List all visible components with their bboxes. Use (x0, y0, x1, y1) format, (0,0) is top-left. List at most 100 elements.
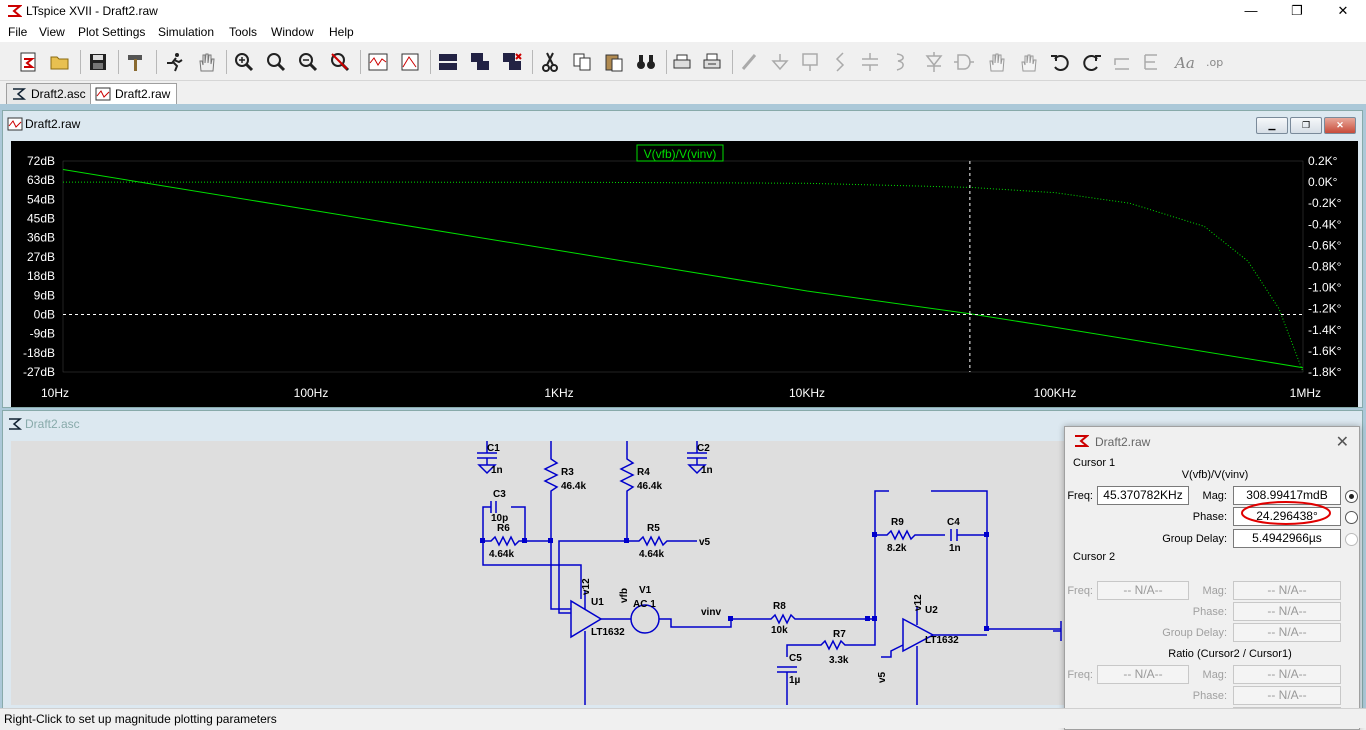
phase-trace[interactable] (63, 181, 1304, 373)
plot-minimize-button[interactable]: ▁ (1256, 117, 1288, 134)
menu-tools[interactable]: Tools (229, 25, 258, 39)
maximize-button[interactable]: ❐ (1291, 3, 1303, 18)
trace-label-box[interactable] (636, 144, 724, 162)
tile-horizontal-button[interactable] (366, 50, 390, 74)
menu-view[interactable]: View (39, 25, 65, 39)
hand-icon (199, 53, 215, 72)
menu-help[interactable]: Help (329, 25, 354, 39)
ratio-freq-field[interactable]: -- N/A-- (1097, 665, 1189, 684)
cursor1-mag-field[interactable]: 308.99417mdB (1233, 486, 1341, 505)
schematic-svg[interactable]: C1 1n R3 46.4k R4 46.4k C2 1n C3 10p R6 … (11, 441, 1354, 705)
schematic-window-titlebar[interactable]: Draft2.asc (3, 411, 1362, 437)
print-setup-button[interactable] (700, 50, 724, 74)
open-button[interactable] (48, 50, 72, 74)
cursor1-freq-field[interactable]: 45.370782KHz (1097, 486, 1189, 505)
save-button[interactable] (86, 50, 110, 74)
cascade-windows-button[interactable] (468, 50, 492, 74)
menu-file[interactable]: File (8, 25, 28, 39)
label-vfb: vfb (619, 588, 630, 603)
phase-radio[interactable] (1345, 511, 1358, 524)
text-button[interactable]: Aa (1172, 50, 1196, 74)
resistor-button[interactable] (828, 50, 852, 74)
zoom-full-button[interactable] (328, 50, 352, 74)
plot-window-titlebar[interactable]: Draft2.raw ▁ ❐ ✕ (3, 111, 1362, 137)
tile-windows-button[interactable] (436, 50, 460, 74)
y-right-tick-label: -0.2K° (1308, 196, 1342, 210)
run-button[interactable] (162, 50, 186, 74)
tab-draft2-asc[interactable]: Draft2.asc (6, 83, 93, 104)
toolbar-separator (156, 50, 157, 74)
y-right-tick-label: -1.6K° (1308, 344, 1342, 358)
label-net-button[interactable] (798, 50, 822, 74)
menu-bar: File View Plot Settings Simulation Tools… (0, 22, 1366, 42)
control-panel-button[interactable] (124, 50, 148, 74)
bode-plot-svg[interactable]: 72dB63dB54dB45dB36dB27dB18dB9dB0dB-9dB-1… (11, 141, 1358, 407)
cursor1-group-delay-field[interactable]: 5.4942966µs (1233, 529, 1341, 548)
inductor-button[interactable] (888, 50, 912, 74)
y-right-tick-label: -0.6K° (1308, 238, 1342, 252)
move-button[interactable] (984, 50, 1008, 74)
mirror-button[interactable] (1140, 50, 1164, 74)
y-left-tick-label: 9dB (34, 288, 55, 302)
cursor2-group-delay-field[interactable]: -- N/A-- (1233, 623, 1341, 642)
toolbar-separator (118, 50, 119, 74)
zoom-in-button[interactable] (232, 50, 256, 74)
ratio-phase-field[interactable]: -- N/A-- (1233, 686, 1341, 705)
halt-button[interactable] (194, 50, 218, 74)
mag-radio[interactable] (1345, 490, 1358, 503)
label-u1-part: LT1632 (591, 627, 625, 638)
label-c3-value: 10p (491, 513, 508, 524)
new-schematic-button[interactable] (16, 50, 40, 74)
plot-window-title: Draft2.raw (25, 117, 81, 131)
spice-directive-icon: .op (1206, 56, 1223, 69)
undo-button[interactable] (1048, 50, 1072, 74)
minimize-button[interactable]: — (1244, 3, 1258, 18)
component-button[interactable] (952, 50, 976, 74)
hammer-icon (128, 55, 142, 71)
close-window-icon (503, 53, 522, 70)
cursor2-mag-field[interactable]: -- N/A-- (1233, 581, 1341, 600)
autorange-button[interactable] (398, 50, 422, 74)
draw-wire-button[interactable] (738, 50, 762, 74)
magnitude-trace[interactable] (62, 169, 1304, 369)
redo-button[interactable] (1080, 50, 1104, 74)
plot-close-button[interactable]: ✕ (1324, 117, 1356, 134)
ratio-mag-field[interactable]: -- N/A-- (1233, 665, 1341, 684)
cursor2-phase-field[interactable]: -- N/A-- (1233, 602, 1341, 621)
group-delay-radio[interactable] (1345, 533, 1358, 546)
menu-window[interactable]: Window (271, 25, 314, 39)
print-button[interactable] (670, 50, 694, 74)
zoom-out-button[interactable] (296, 50, 320, 74)
capacitor-button[interactable] (858, 50, 882, 74)
phase-label: Phase: (1192, 511, 1227, 523)
close-window-button[interactable] (500, 50, 524, 74)
ground-button[interactable] (768, 50, 792, 74)
menu-plot-settings[interactable]: Plot Settings (78, 25, 146, 39)
ratio-mag-label: Mag: (1202, 669, 1227, 681)
close-button[interactable]: ✕ (1337, 3, 1349, 18)
diode-button[interactable] (922, 50, 946, 74)
y-left-tick-label: 72dB (27, 154, 55, 168)
cursor-panel-close-icon[interactable]: ✕ (1335, 434, 1349, 451)
chart-title[interactable]: V(vfb)/V(vinv) (644, 147, 717, 161)
drag-button[interactable] (1016, 50, 1040, 74)
cursor2-freq-field[interactable]: -- N/A-- (1097, 581, 1189, 600)
tab-draft2-raw[interactable]: Draft2.raw (90, 83, 178, 104)
paste-button[interactable] (602, 50, 626, 74)
copy-button[interactable] (570, 50, 594, 74)
label-c2-value: 1n (701, 465, 713, 476)
pan-button[interactable] (264, 50, 288, 74)
cursor1-section-label: Cursor 1 (1073, 457, 1116, 469)
x-tick-label: 10KHz (789, 386, 825, 400)
menu-simulation[interactable]: Simulation (158, 25, 215, 39)
rotate-button[interactable] (1110, 50, 1134, 74)
spice-directive-button[interactable]: .op (1204, 50, 1228, 74)
cut-button[interactable] (538, 50, 562, 74)
label-u2: U2 (925, 605, 938, 616)
find-button[interactable] (634, 50, 658, 74)
label-r5: R5 (647, 523, 660, 534)
plot-restore-button[interactable]: ❐ (1290, 117, 1322, 134)
ltspice-app-icon (1075, 435, 1089, 447)
label-r7: R7 (833, 629, 846, 640)
